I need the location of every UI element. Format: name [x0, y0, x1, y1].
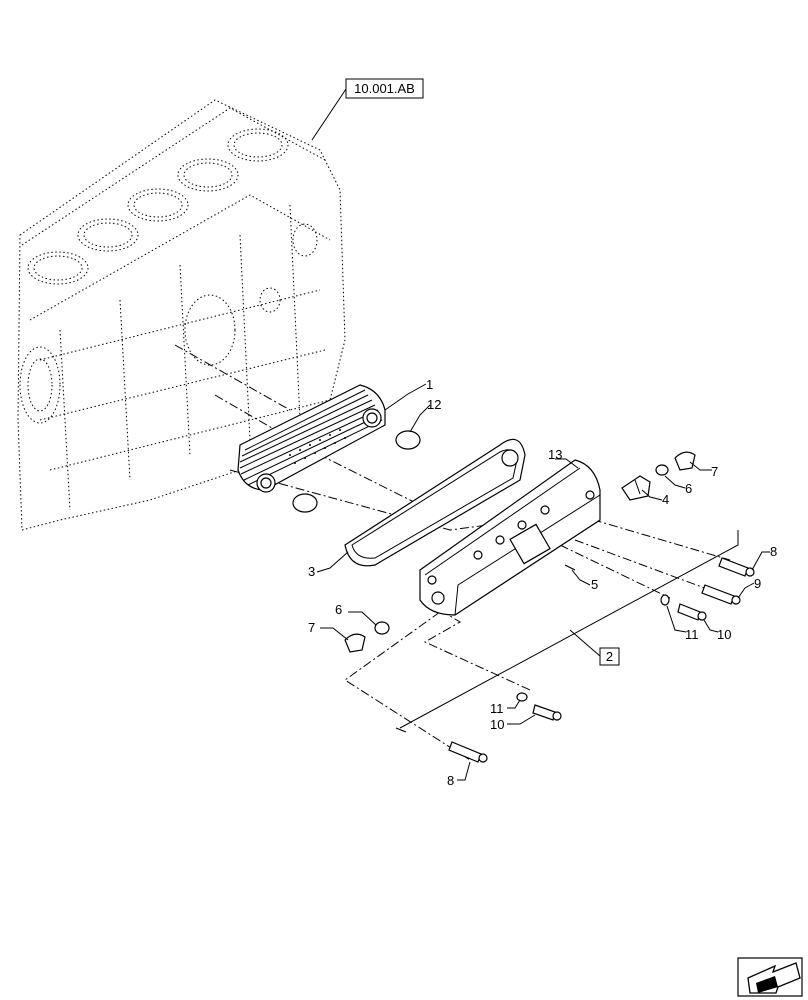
bolt-10-lower[interactable] — [532, 704, 562, 721]
oring-lower[interactable] — [292, 493, 318, 513]
washer-11-lower[interactable] — [516, 692, 528, 702]
callout-8-upper: 8 — [770, 544, 777, 559]
leader-lines — [316, 383, 770, 781]
washer-lower[interactable] — [374, 621, 390, 635]
reference-box-block[interactable]: 10.001.AB — [311, 78, 424, 141]
callout-7-lower: 7 — [308, 620, 315, 635]
bolt-8-lower[interactable] — [448, 741, 488, 763]
callout-13: 13 — [548, 447, 562, 462]
oil-cooler-core[interactable] — [237, 384, 386, 493]
callout-6-lower: 6 — [335, 602, 342, 617]
callout-12: 12 — [427, 397, 441, 412]
gasket[interactable] — [344, 438, 526, 567]
callout-7-upper: 7 — [711, 464, 718, 479]
cooler-housing[interactable] — [419, 459, 601, 616]
callout-9: 9 — [754, 576, 761, 591]
callout-8-lower: 8 — [447, 773, 454, 788]
spring-pin[interactable] — [564, 564, 576, 571]
callout-10-lower: 10 — [490, 717, 504, 732]
next-page-arrow-icon[interactable] — [737, 957, 803, 997]
washer-upper[interactable] — [655, 464, 669, 476]
callout-labels: 1 12 3 13 7 6 4 5 8 9 11 10 6 7 11 10 8 — [308, 377, 777, 788]
plug-upper[interactable] — [674, 451, 696, 471]
callout-6-upper: 6 — [685, 481, 692, 496]
plug-lower[interactable] — [344, 633, 366, 653]
bolt-10-upper[interactable] — [677, 603, 707, 621]
engine-block — [17, 99, 346, 531]
callout-3: 3 — [308, 564, 315, 579]
callout-4: 4 — [662, 492, 669, 507]
callout-1: 1 — [426, 377, 433, 392]
oring-12[interactable] — [395, 430, 421, 450]
callout-10-upper: 10 — [717, 627, 731, 642]
washer-11-upper[interactable] — [660, 594, 670, 606]
callout-11-lower: 11 — [490, 701, 504, 716]
bolt-9[interactable] — [701, 584, 741, 605]
reference-box-group[interactable]: 2 — [599, 647, 620, 666]
reference-label-group: 2 — [606, 649, 613, 664]
group-bracket — [395, 530, 739, 733]
bolt-8-upper[interactable] — [718, 557, 755, 577]
callout-11-upper: 11 — [685, 627, 699, 642]
reference-label-block: 10.001.AB — [354, 81, 415, 96]
sensor[interactable] — [621, 475, 651, 501]
callout-5: 5 — [591, 577, 598, 592]
